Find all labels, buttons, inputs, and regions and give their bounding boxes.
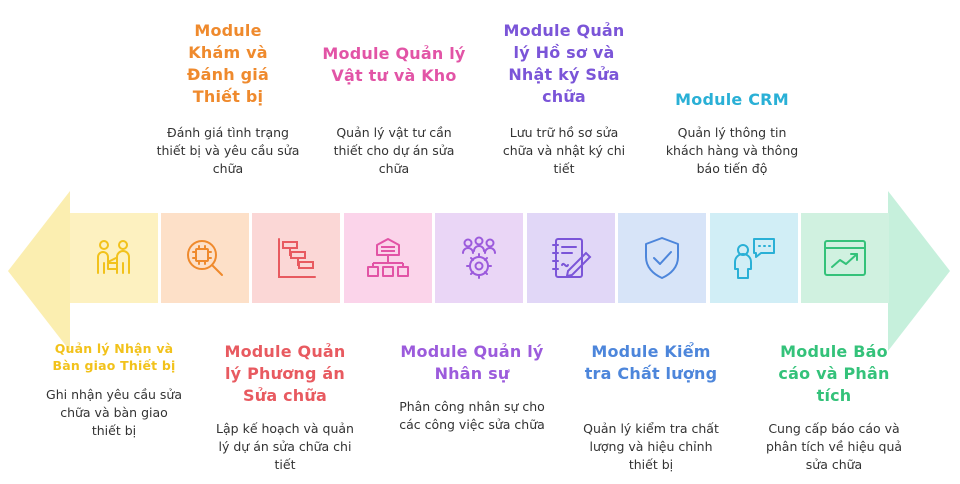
module-title-records: Module Quản lý Hồ sơ và Nhật ký Sửa chữa: [503, 21, 625, 106]
step-box-inspection: [161, 213, 249, 303]
warehouse-icon: [367, 238, 409, 277]
module-desc-handover: Ghi nhận yêu cầu sửa chữa và bàn giao th…: [46, 387, 182, 438]
step-box-warehouse: [344, 213, 432, 303]
module-title-warehouse: Module Quản lý Vật tư và Kho: [322, 44, 466, 85]
left-arrow-head: [8, 191, 70, 351]
gantt-chart-icon: [278, 238, 316, 278]
right-arrow-head: [888, 191, 950, 351]
step-box-crm: [710, 213, 798, 303]
module-title-inspection: Module Khám và Đánh giá Thiết bị: [187, 21, 269, 106]
module-desc-inspection: Đánh giá tình trạng thiết bị và yêu cầu …: [156, 125, 300, 176]
module-title-report: Module Báo cáo và Phân tích: [778, 342, 890, 405]
step-box-handover: [70, 213, 158, 303]
customer-chat-icon: [734, 238, 775, 279]
trend-chart-icon: [824, 240, 866, 276]
team-gear-icon: [462, 236, 496, 279]
module-title-quality: Module Kiểm tra Chất lượng: [584, 342, 718, 383]
module-desc-records: Lưu trữ hồ sơ sửa chữa và nhật ký chi ti…: [502, 125, 626, 176]
module-desc-staff: Phân công nhân sự cho các công việc sửa …: [399, 399, 545, 432]
module-title-crm: Module CRM: [675, 90, 789, 109]
step-box-quality: [618, 213, 706, 303]
step-box-staff: [435, 213, 523, 303]
module-desc-plan: Lập kế hoạch và quản lý dự án sửa chữa c…: [216, 421, 354, 472]
step-box-plan: [252, 213, 340, 303]
step-box-report: [801, 213, 889, 303]
module-desc-crm: Quản lý thông tin khách hàng và thông bá…: [665, 125, 799, 176]
notebook-pen-icon: [552, 238, 592, 278]
module-title-staff: Module Quản lý Nhân sự: [400, 342, 544, 383]
module-desc-quality: Quản lý kiểm tra chất lượng và hiệu chỉn…: [583, 421, 719, 472]
chip-magnifier-icon: [187, 240, 223, 276]
module-desc-warehouse: Quản lý vật tư cần thiết cho dự án sửa c…: [333, 125, 455, 176]
shield-check-icon: [645, 237, 679, 279]
step-box-records: [527, 213, 615, 303]
module-title-handover: Quản lý Nhận và Bàn giao Thiết bị: [52, 341, 176, 373]
module-title-plan: Module Quản lý Phương án Sửa chữa: [224, 342, 346, 405]
module-desc-report: Cung cấp báo cáo và phân tích về hiệu qu…: [765, 421, 903, 472]
handover-people-icon: [97, 240, 130, 274]
